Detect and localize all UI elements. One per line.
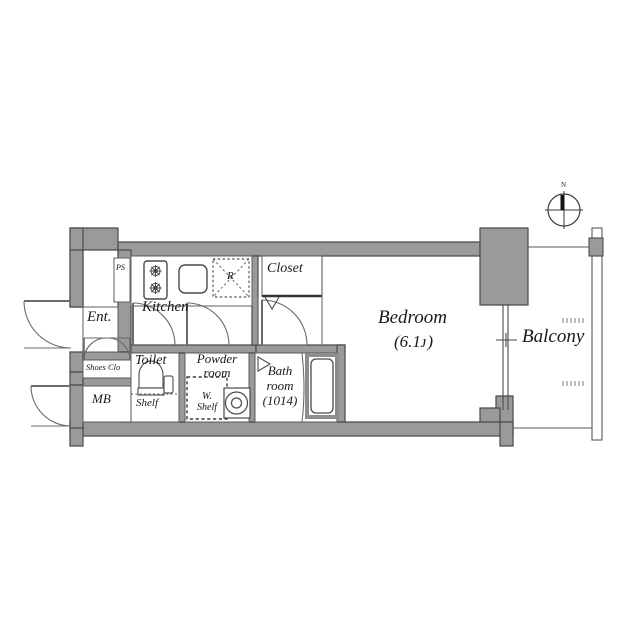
wall-bath-top-divider [255,344,346,354]
sliding-door-balcony [496,305,517,410]
door-powder-room [186,302,230,346]
bathtub-inner [310,358,334,414]
room-label-entrance: Ent. [87,309,112,325]
wall-bottom-horizontal [69,421,514,437]
balcony-drain-mark-upper [562,318,584,323]
entrance-room [82,306,119,353]
toilet-tank [163,375,174,394]
door-mb-swing [30,385,72,427]
room-label-bath-size: (1014) [262,393,298,408]
closet-door-arrow [264,296,280,311]
wall-left-exterior-lower [69,371,84,386]
room-label-balcony: Balcony [522,326,585,347]
door-corridor-swing [261,299,308,346]
door-powder-swing [186,302,230,346]
sink [178,264,208,294]
balcony-rail-block [588,237,604,257]
balcony-drain-mark-lower [562,381,584,386]
balcony-drain-marks [562,318,584,386]
door-toilet-swing [132,302,176,346]
north-arrow [545,191,583,229]
room-label-powder-room-line2: room [203,365,231,380]
wall-left-exterior-upper [69,249,84,308]
room-label-shelf: Shelf [136,397,158,409]
door-bathroom-indicator [257,356,272,372]
room-label-w-shelf-line1: W. [202,391,212,402]
closet-box [261,255,323,297]
label-refrigerator: R [227,270,234,282]
room-label-mb: MB [92,391,111,406]
balcony-railing [591,227,603,441]
washing-machine-drum-inner [230,397,243,409]
toilet-bowl [138,360,164,389]
door-closet-indicator [264,296,280,311]
bath-vanity-curve [301,352,305,423]
room-label-bath-line1: Bath [267,363,293,378]
mb-box [82,385,132,423]
bath-vanity [301,352,305,423]
ps-shaft [113,257,131,303]
compass-north-label: N [561,181,567,189]
refrigerator-space [212,258,250,298]
wall-left-exterior-mid [69,351,84,373]
doors [23,296,308,427]
wall-right-pier [479,227,529,306]
room-label-w-shelf-line2: Shelf [197,402,217,413]
room-label-bedroom: Bedroom [378,307,447,328]
balcony-area [513,227,604,441]
wall-bottom-right-foot [499,421,514,447]
compass-north-needle [560,195,565,210]
room-label-kitchen: Kitchen [142,299,189,315]
room-label-toilet: Toilet [135,353,167,368]
wall-kitchen-closet-divider [251,255,259,346]
wall-left-exterior-bottom [69,384,84,429]
room-label-closet: Closet [267,261,303,276]
room-label-shoes-closet: Shoes Clo [86,362,121,372]
stove-burner-bottom [149,282,162,294]
wall-top-horizontal [117,241,481,257]
refrigerator-x2 [212,258,250,298]
wall-shoes-closet-bottom [82,377,132,387]
toilet-base [137,387,165,396]
room-label-powder-room-line1: Powder [196,351,238,366]
stove-burner-top [149,265,162,277]
label-ps-shaft: PS [116,263,125,272]
door-entrance-swing [23,300,72,349]
door-shoes-closet [83,337,131,361]
wall-toilet-powder-divider [178,352,186,423]
door-entrance-main [23,300,72,349]
kitchen-fixtures [143,260,208,300]
door-corridor-bedroom [261,299,308,346]
bathroom-door-arrow [257,356,272,372]
door-mb [30,385,72,427]
door-toilet [132,302,176,346]
room-label-bath-line2: room [266,378,294,393]
wall-shoes-closet-top [82,351,132,361]
washing-machine [223,387,251,419]
toilet-fixture [137,360,174,396]
bathtub [305,353,339,419]
room-label-bedroom-area: (6.1ᴊ) [394,332,434,351]
